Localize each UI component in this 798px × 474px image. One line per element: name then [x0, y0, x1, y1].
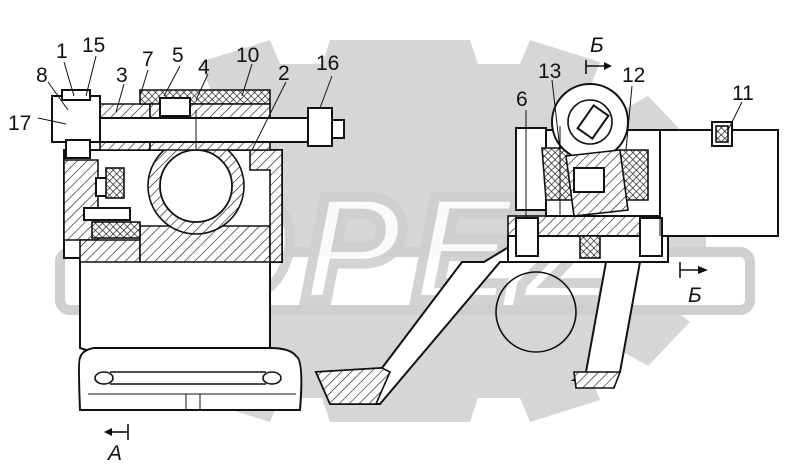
right-view [314, 83, 779, 405]
left-view [51, 89, 345, 411]
callout-labels: 1 15 7 5 4 10 2 16 8 3 17 13 12 11 6 [8, 34, 754, 135]
callout-1: 1 [56, 40, 68, 63]
callout-13: 13 [538, 60, 561, 83]
section-b-top-label: Б [590, 34, 604, 57]
callout-8: 8 [36, 64, 48, 87]
callout-2: 2 [278, 62, 290, 85]
callout-10: 10 [236, 44, 259, 67]
callout-5: 5 [172, 44, 184, 67]
leader-lines [37, 55, 743, 218]
rear-hole [495, 271, 577, 353]
callout-7: 7 [142, 48, 154, 71]
section-markers: Б Б А [104, 34, 708, 465]
section-b-right-label: Б [688, 284, 702, 307]
callout-15: 15 [82, 34, 105, 57]
callout-11: 11 [732, 82, 754, 105]
callout-6: 6 [516, 88, 528, 111]
base-hole-left [94, 371, 114, 385]
callout-12: 12 [622, 64, 645, 87]
callout-3: 3 [116, 64, 128, 87]
section-a-label: А [106, 442, 122, 465]
callout-16: 16 [316, 52, 339, 75]
callout-4: 4 [198, 56, 210, 79]
base-hole-right [262, 371, 282, 385]
callout-17: 17 [8, 112, 31, 135]
